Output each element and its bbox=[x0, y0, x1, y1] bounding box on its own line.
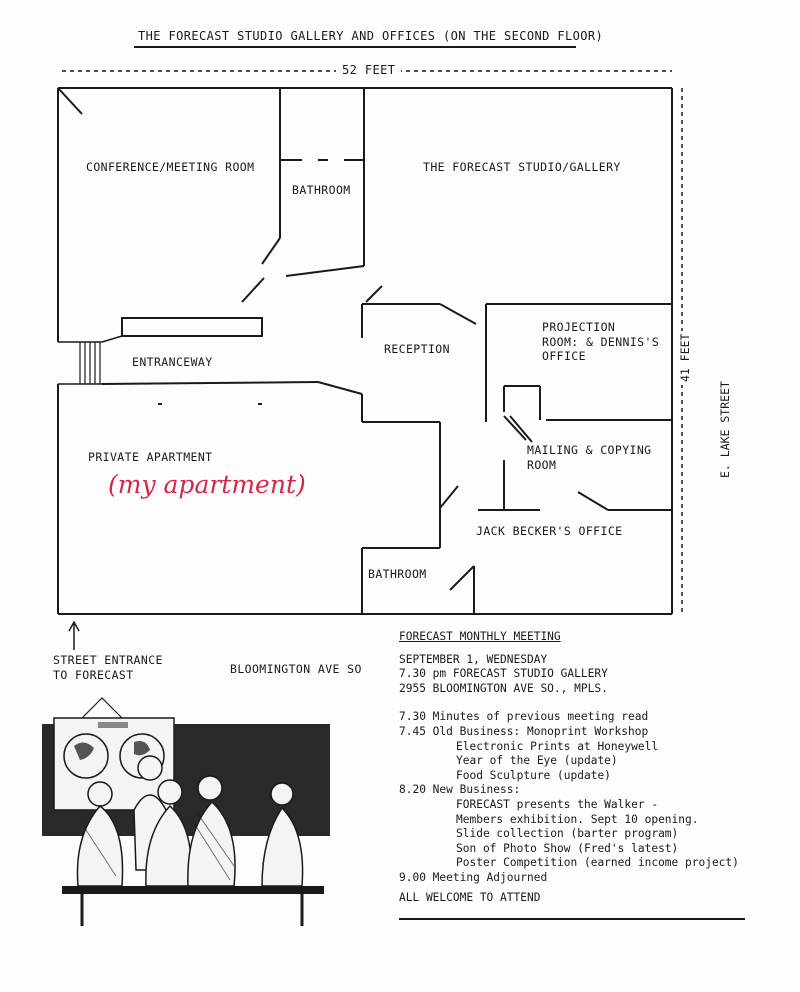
conference-room-label: CONFERENCE/MEETING ROOM bbox=[86, 160, 255, 174]
page-title: THE FORECAST STUDIO GALLERY AND OFFICES … bbox=[138, 29, 604, 43]
agenda-subitem: Slide collection (barter program) bbox=[456, 827, 679, 841]
agenda-subitem: Members exhibition. Sept 10 opening. bbox=[456, 812, 699, 826]
agenda-subitem: Year of the Eye (update) bbox=[456, 754, 618, 768]
meeting-heading: FORECAST MONTHLY MEETING bbox=[399, 630, 561, 643]
agenda-subitem: Son of Photo Show (Fred's latest) bbox=[456, 841, 679, 855]
mailing-label-1: MAILING & COPYING bbox=[527, 443, 652, 457]
mailing-label-2: ROOM bbox=[527, 458, 557, 472]
entranceway-label: ENTRANCEWAY bbox=[132, 355, 213, 369]
agenda-item: 8.20 New Business: bbox=[399, 783, 521, 797]
street-entrance-label-2: TO FORECAST bbox=[53, 668, 134, 682]
classroom-illustration bbox=[42, 697, 330, 926]
width-label: 52 FEET bbox=[336, 64, 402, 76]
closing-line: ALL WELCOME TO ATTEND bbox=[399, 890, 541, 904]
apartment-label: PRIVATE APARTMENT bbox=[88, 450, 213, 464]
projection-label-2: ROOM: & DENNIS'S bbox=[542, 335, 660, 349]
projection-label-1: PROJECTION bbox=[542, 320, 616, 334]
title-underline bbox=[134, 46, 576, 48]
handwritten-annotation: (my apartment) bbox=[108, 470, 306, 499]
meeting-notice: FORECAST MONTHLY MEETING SEPTEMBER 1, WE… bbox=[399, 630, 739, 905]
agenda-item: 7.45 Old Business: Monoprint Workshop bbox=[399, 724, 649, 738]
south-street-label: BLOOMINGTON AVE SO bbox=[230, 662, 362, 676]
east-street-label: E. LAKE STREET bbox=[718, 381, 732, 478]
projection-label-3: OFFICE bbox=[542, 349, 586, 363]
meeting-date: SEPTEMBER 1, WEDNESDAY bbox=[399, 652, 548, 666]
agenda-subitem: Poster Competition (earned income projec… bbox=[456, 856, 739, 870]
meeting-time-place: 7.30 pm FORECAST STUDIO GALLERY bbox=[399, 667, 608, 681]
agenda-subitem: FORECAST presents the Walker - bbox=[456, 797, 659, 811]
agenda-item: 9.00 Meeting Adjourned bbox=[399, 870, 548, 884]
agenda-item: 7.30 Minutes of previous meeting read bbox=[399, 710, 649, 724]
meeting-address: 2955 BLOOMINGTON AVE SO., MPLS. bbox=[399, 681, 608, 695]
agenda-subitem: Food Sculpture (update) bbox=[456, 768, 611, 782]
closing-rule bbox=[399, 918, 745, 920]
height-label: 41 FEET bbox=[678, 330, 692, 385]
reception-label: RECEPTION bbox=[384, 342, 450, 356]
agenda-subitem: Electronic Prints at Honeywell bbox=[456, 739, 659, 753]
bathroom-bottom-label: BATHROOM bbox=[368, 567, 427, 581]
jack-office-label: JACK BECKER'S OFFICE bbox=[476, 524, 623, 538]
studio-label: THE FORECAST STUDIO/GALLERY bbox=[423, 160, 621, 174]
street-entrance-label-1: STREET ENTRANCE bbox=[53, 653, 163, 667]
bathroom-top-label: BATHROOM bbox=[292, 183, 351, 197]
